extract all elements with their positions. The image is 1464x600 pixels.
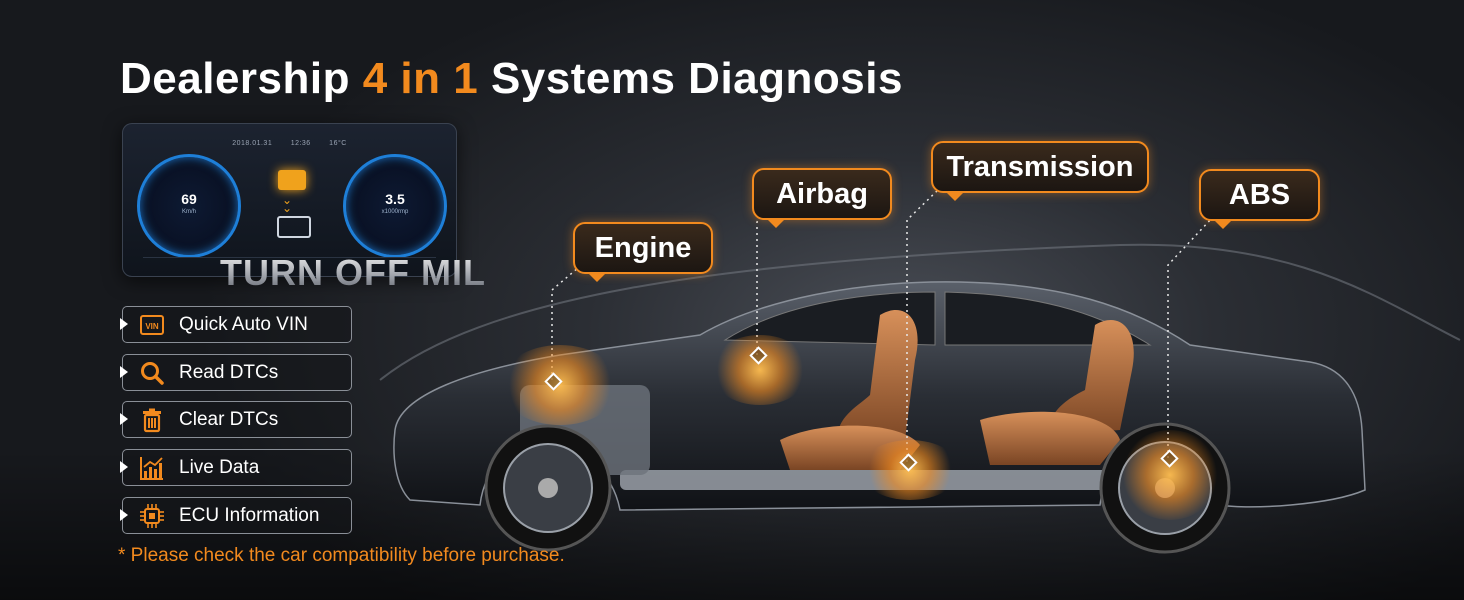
turn-off-mil-text: TURN OFF MIL bbox=[220, 252, 486, 293]
search-icon bbox=[139, 360, 165, 386]
feature-label: ECU Information bbox=[179, 504, 320, 526]
callout-transmission: Transmission bbox=[931, 141, 1149, 201]
title-part1: Dealership bbox=[120, 54, 350, 103]
feature-clear-dtcs: Clear DTCs bbox=[120, 401, 352, 438]
speed-gauge: 69 Km/h bbox=[137, 154, 241, 258]
callout-abs: ABS bbox=[1199, 169, 1320, 229]
compatibility-note: * Please check the car compatibility bef… bbox=[118, 545, 565, 566]
callout-tail bbox=[766, 218, 786, 228]
airbag-glow bbox=[710, 335, 810, 405]
abs-glow bbox=[1120, 430, 1220, 520]
callout-engine: Engine bbox=[573, 222, 713, 282]
feature-quick-auto-vin: VIN Quick Auto VIN bbox=[120, 306, 352, 343]
title-part2: Systems Diagnosis bbox=[490, 54, 903, 103]
feature-label: Clear DTCs bbox=[179, 408, 279, 430]
callout-airbag-label: Airbag bbox=[776, 177, 868, 210]
dashboard-date: 2018.01.31 bbox=[232, 140, 273, 147]
engine-glow bbox=[500, 345, 620, 425]
callout-transmission-label: Transmission bbox=[946, 150, 1134, 183]
rpm-gauge: 3.5 x1000rmp bbox=[343, 154, 447, 258]
callout-engine-label: Engine bbox=[594, 231, 692, 264]
dashboard-time: 12:36 bbox=[290, 140, 311, 147]
rpm-unit: x1000rmp bbox=[381, 209, 409, 215]
pointer-icon bbox=[120, 509, 128, 521]
dashboard-temp: 16°C bbox=[329, 140, 347, 147]
title-accent: 4 in 1 bbox=[362, 54, 479, 103]
pointer-icon bbox=[120, 318, 128, 330]
transmission-glow bbox=[860, 440, 960, 500]
callout-tail bbox=[1213, 219, 1233, 229]
dashboard-panel: 2018.01.31 12:36 16°C 69 Km/h ⌄⌄ 3.5 x10… bbox=[122, 123, 457, 277]
pointer-icon bbox=[120, 366, 128, 378]
chart-icon bbox=[139, 455, 165, 481]
callout-airbag: Airbag bbox=[752, 168, 892, 228]
callout-abs-label: ABS bbox=[1228, 178, 1291, 211]
pointer-icon bbox=[120, 461, 128, 473]
engine-icon bbox=[277, 216, 311, 238]
chip-icon bbox=[139, 503, 165, 529]
callout-tail bbox=[945, 191, 965, 201]
speed-value: 69 bbox=[181, 191, 197, 207]
dashboard-status-bar: 2018.01.31 12:36 16°C bbox=[123, 140, 456, 147]
svg-text:VIN: VIN bbox=[145, 322, 159, 331]
dashboard-bottom-bar bbox=[143, 257, 436, 266]
chevron-down-icon: ⌄⌄ bbox=[282, 193, 293, 215]
speed-unit: Km/h bbox=[181, 209, 196, 215]
feature-live-data: Live Data bbox=[120, 449, 352, 486]
vin-icon: VIN bbox=[139, 312, 165, 338]
feature-label: Read DTCs bbox=[179, 361, 279, 383]
page-title: Dealership 4 in 1 Systems Diagnosis bbox=[120, 54, 903, 104]
trash-icon bbox=[139, 407, 165, 433]
feature-label: Live Data bbox=[179, 456, 260, 478]
pointer-icon bbox=[120, 413, 128, 425]
check-engine-icon bbox=[278, 170, 306, 190]
feature-read-dtcs: Read DTCs bbox=[120, 354, 352, 391]
feature-label: Quick Auto VIN bbox=[179, 313, 308, 335]
feature-ecu-information: ECU Information bbox=[120, 497, 352, 534]
callout-tail bbox=[587, 272, 607, 282]
rpm-value: 3.5 bbox=[385, 191, 405, 207]
